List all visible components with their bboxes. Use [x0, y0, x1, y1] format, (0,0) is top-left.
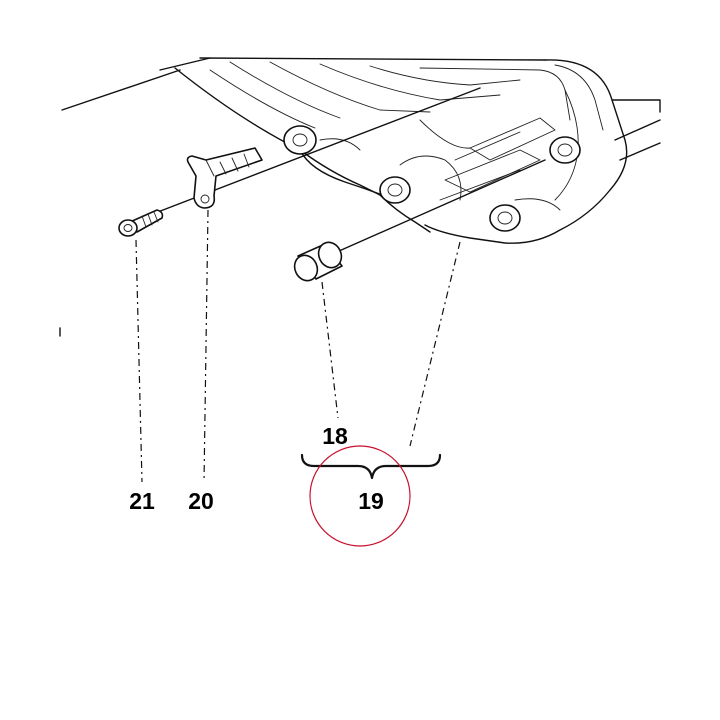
callout-20: 20 [188, 488, 214, 514]
leader-18 [321, 281, 339, 419]
leader-lines [135, 209, 461, 483]
callout-18: 18 [322, 423, 348, 449]
part-21-bolt [118, 209, 164, 237]
group-brace [300, 453, 442, 480]
highlight-circle [309, 445, 411, 547]
callout-21: 21 [129, 488, 155, 514]
assembly-axis-lines [59, 87, 546, 337]
part-18-bushing [293, 241, 343, 282]
gearbox-housing [61, 57, 661, 244]
callout-19: 19 [358, 488, 384, 514]
leader-19 [409, 241, 461, 447]
part-20-bracket [186, 147, 263, 209]
leader-21 [135, 239, 143, 483]
leader-20 [203, 209, 209, 483]
